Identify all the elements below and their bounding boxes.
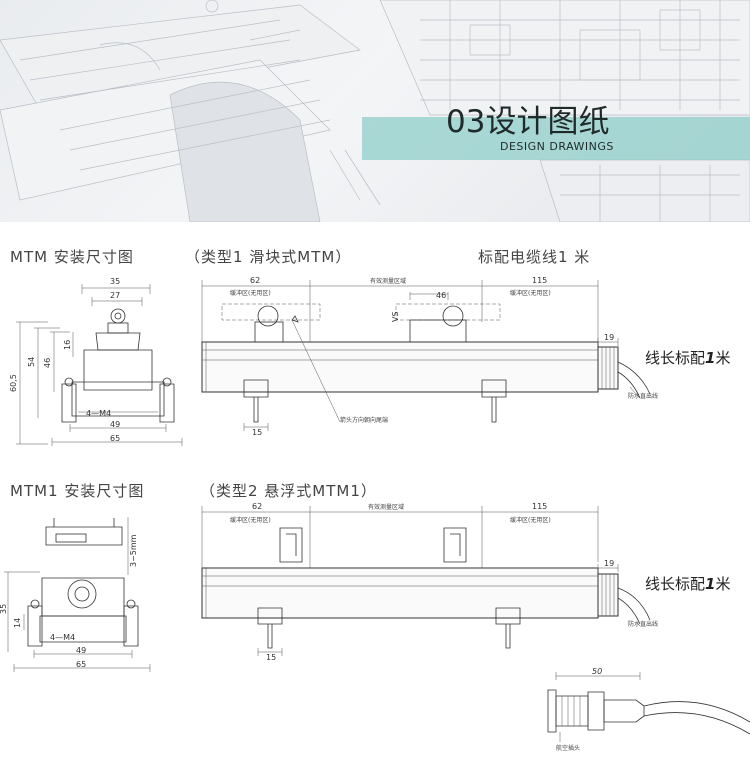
- cable-length-label: 线长标配: [645, 575, 706, 593]
- section1-cable-label: 标配电缆线1 米: [478, 248, 591, 266]
- header-banner: 03设计图纸 DESIGN DRAWINGS: [0, 0, 750, 222]
- dim-62-2: 62: [252, 502, 262, 511]
- page-title: 03设计图纸: [446, 104, 610, 140]
- effective-range-note-2: 有效测量区域: [368, 503, 404, 511]
- buffer-left-note-2: 缓冲区(无用区): [230, 516, 271, 524]
- section2-type-label: （类型2 悬浮式MTM1）: [200, 482, 377, 500]
- section1-title: MTM 安装尺寸图: [10, 248, 134, 266]
- dim-46-slider: 46: [436, 291, 446, 300]
- dim-27: 27: [110, 291, 120, 300]
- section2-title: MTM1 安装尺寸图: [10, 482, 145, 500]
- section2-cable-length: 线长标配1米: [645, 573, 730, 594]
- dim-46: 46: [43, 358, 52, 368]
- dim-65: 65: [110, 434, 120, 443]
- dim-60-5: 60,5: [9, 374, 18, 392]
- dim-15-2: 15: [266, 653, 276, 662]
- buffer-right-note-2: 缓冲区(无用区): [510, 516, 551, 524]
- dim-35: 35: [110, 277, 120, 286]
- buffer-left-note: 缓冲区(无用区): [230, 289, 271, 297]
- cable-length-value: 1: [705, 575, 716, 593]
- mtm1-side-view: 62 缓冲区(无用区) 有效测量区域 115 缓冲区(无用区) 19 防水直出线…: [201, 502, 658, 662]
- arrow-direction-note: 箭头方向朝向尾端: [340, 416, 388, 424]
- dim-4-m4: 4—M4: [86, 409, 111, 418]
- cable-length-unit: 米: [715, 349, 731, 367]
- aviation-plug-note: 航空插头: [556, 744, 580, 752]
- dim-115-2: 115: [532, 502, 547, 511]
- aviation-connector: 50 航空插头: [547, 667, 750, 752]
- dim-49-2: 49: [76, 646, 86, 655]
- dim-62: 62: [250, 276, 260, 285]
- dim-gap: 3~5mm: [129, 534, 138, 567]
- waterproof-note: 防水直出线: [628, 392, 658, 400]
- cable-length-unit: 米: [715, 575, 731, 593]
- mtm-end-view: 35 27 60,5 54 46 16 4—M4 49 65: [9, 277, 183, 446]
- dim-14: 14: [13, 618, 22, 628]
- section1-type-label: （类型1 滑块式MTM）: [185, 248, 352, 266]
- mtm-side-view: 62 缓冲区(无用区) 有效测量区域 115 缓冲区(无用区) 46 VS 19…: [201, 276, 658, 437]
- blueprint-background-art: [0, 0, 750, 222]
- cable-length-label: 线长标配: [645, 349, 706, 367]
- dim-16: 16: [63, 340, 72, 350]
- page-subtitle: DESIGN DRAWINGS: [500, 140, 614, 153]
- technical-drawing: 35 27 60,5 54 46 16 4—M4 49 65 62 缓冲区(无用: [0, 276, 750, 752]
- dim-50: 50: [592, 667, 602, 676]
- section1-cable-length: 线长标配1米: [645, 347, 730, 368]
- dim-35-height: 35: [0, 604, 8, 614]
- dim-19: 19: [604, 333, 614, 342]
- waterproof-note-2: 防水直出线: [628, 620, 658, 628]
- dim-19-2: 19: [604, 559, 614, 568]
- dim-49: 49: [110, 420, 120, 429]
- mtm1-end-view: 3~5mm 35 14 4—M4 49 65: [0, 517, 151, 672]
- buffer-right-note: 缓冲区(无用区): [510, 289, 551, 297]
- dim-115: 115: [532, 276, 547, 285]
- dim-vs: VS: [391, 311, 400, 322]
- dim-4-m4-2: 4—M4: [50, 633, 75, 642]
- effective-range-note: 有效测量区域: [370, 277, 406, 285]
- title-band: [362, 117, 750, 160]
- dim-54: 54: [27, 357, 36, 367]
- dim-15: 15: [252, 428, 262, 437]
- dim-65-2: 65: [76, 660, 86, 669]
- cable-length-value: 1: [705, 349, 716, 367]
